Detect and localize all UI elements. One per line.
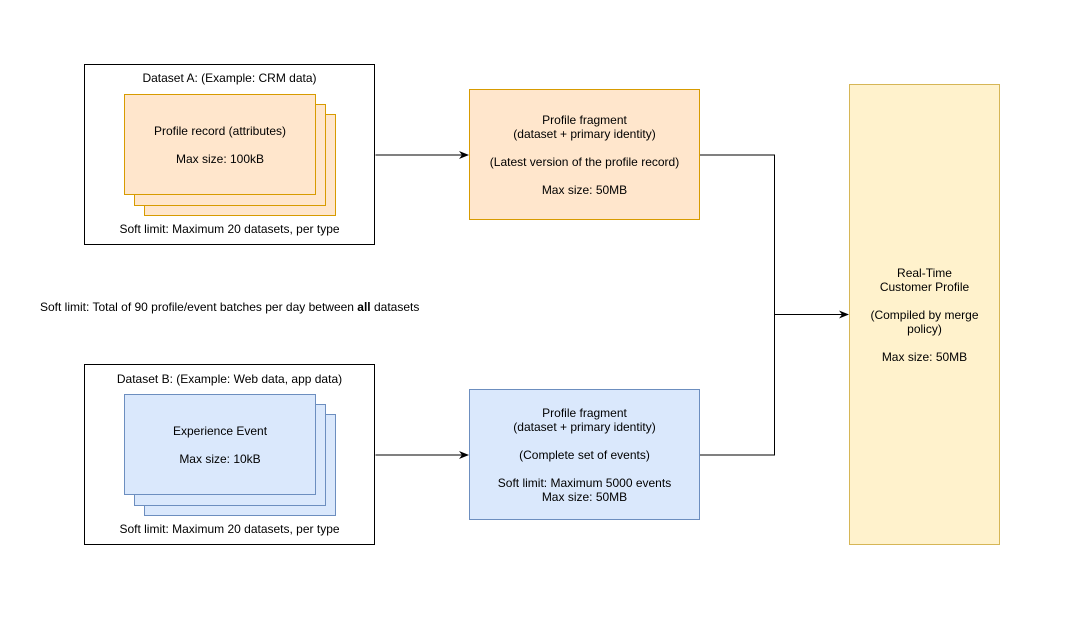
fragment-b-description: (Complete set of events) bbox=[519, 447, 650, 462]
rtcp-size: Max size: 50MB bbox=[881, 349, 968, 364]
global-limit-bold: all bbox=[357, 300, 371, 314]
fragment-a-identity: (dataset + primary identity) bbox=[513, 126, 656, 141]
fragment-a-description: (Latest version of the profile record) bbox=[489, 154, 680, 169]
fragment-b-size: Max size: 50MB bbox=[541, 489, 628, 504]
fragment-a-size: Max size: 50MB bbox=[541, 182, 628, 197]
fragment-b-title: Profile fragment bbox=[542, 405, 627, 420]
dataset-b-caption: Dataset B: (Example: Web data, app data) bbox=[116, 372, 343, 386]
rtcp-merge-line1: (Compiled by merge bbox=[870, 307, 979, 322]
rtcp-title-line2: Customer Profile bbox=[879, 279, 970, 294]
profile-fragment-b: Profile fragment (dataset + primary iden… bbox=[469, 389, 700, 520]
dataset-a-footer: Soft limit: Maximum 20 datasets, per typ… bbox=[119, 222, 340, 236]
dataset-b-footer: Soft limit: Maximum 20 datasets, per typ… bbox=[119, 522, 340, 536]
profile-record-title: Profile record (attributes) bbox=[153, 123, 287, 138]
real-time-customer-profile: Real-Time Customer Profile (Compiled by … bbox=[849, 84, 1000, 545]
profile-record-size: Max size: 100kB bbox=[175, 151, 265, 166]
dataset-a-caption: Dataset A: (Example: CRM data) bbox=[142, 71, 317, 85]
profile-record-card: Profile record (attributes) Max size: 10… bbox=[124, 94, 316, 195]
connector-fragment-b-to-rtcp bbox=[700, 314, 775, 456]
experience-event-card: Experience Event Max size: 10kB bbox=[124, 394, 316, 495]
experience-event-title: Experience Event bbox=[172, 423, 268, 438]
global-limit-suffix: datasets bbox=[370, 300, 420, 314]
fragment-b-event-limit: Soft limit: Maximum 5000 events bbox=[497, 475, 672, 490]
experience-event-size: Max size: 10kB bbox=[179, 451, 261, 466]
profile-fragment-a: Profile fragment (dataset + primary iden… bbox=[469, 89, 700, 220]
global-limit-prefix: Soft limit: Total of 90 profile/event ba… bbox=[40, 300, 358, 314]
rtcp-merge-line2: policy) bbox=[907, 321, 942, 336]
fragment-b-identity: (dataset + primary identity) bbox=[513, 419, 656, 434]
global-batch-limit: Soft limit: Total of 90 profile/event ba… bbox=[40, 300, 419, 314]
rtcp-title-line1: Real-Time bbox=[897, 265, 952, 280]
fragment-a-title: Profile fragment bbox=[542, 112, 627, 127]
connector-fragment-a-to-rtcp bbox=[700, 154, 849, 319]
